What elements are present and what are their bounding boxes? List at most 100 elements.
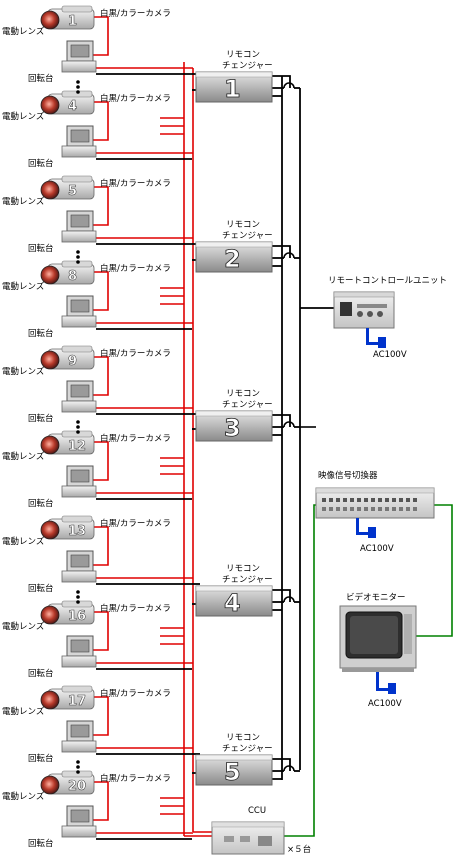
- wire-crossover: [283, 765, 295, 772]
- lens-control-wire: [92, 356, 109, 396]
- camera-number: 17: [68, 694, 86, 709]
- lens-label: 電動レンズ: [2, 26, 45, 37]
- camera-number: 5: [68, 184, 77, 199]
- switcher-button: [378, 498, 382, 502]
- switcher-button: [329, 507, 333, 511]
- pantilt-label: 回転台: [28, 668, 54, 679]
- switcher-button: [413, 507, 417, 511]
- pantilt-label: 回転台: [28, 413, 54, 424]
- changer-top: [195, 585, 273, 592]
- camera-number: 9: [68, 354, 77, 369]
- lens-control-wire: [92, 271, 109, 311]
- wire-crossover: [283, 252, 295, 259]
- camera-label: 白黒/カラーカメラ: [100, 433, 171, 444]
- pantilt-label: 回転台: [28, 583, 54, 594]
- ccu-count-label: ×５台: [287, 844, 311, 855]
- camera-label: 白黒/カラーカメラ: [100, 178, 171, 189]
- wire-crossover: [283, 82, 295, 89]
- pantilt-inner: [70, 554, 90, 568]
- switcher-button: [406, 498, 410, 502]
- camera-hood: [61, 515, 93, 523]
- changer-number: 5: [224, 758, 241, 786]
- switcher-button: [322, 498, 326, 502]
- lens-control-wire: [92, 781, 109, 821]
- changer-label-line2: チェンジャー: [222, 744, 273, 754]
- camera-hood: [61, 345, 93, 353]
- pantilt-inner: [70, 809, 90, 823]
- ac-label-monitor: AC100V: [368, 699, 402, 709]
- pantilt-label: 回転台: [28, 73, 54, 84]
- changer-label-line1: リモコン: [226, 389, 260, 399]
- ellipsis-dot: [76, 80, 80, 84]
- camera-hood: [61, 175, 93, 183]
- changer-top: [195, 241, 273, 248]
- camera-number: 8: [68, 269, 77, 284]
- lens-label: 電動レンズ: [2, 196, 45, 207]
- lens-control-wire: [92, 16, 109, 56]
- pantilt-inner: [70, 299, 90, 313]
- changer-label-line2: チェンジャー: [222, 400, 273, 410]
- changer-label-line1: リモコン: [226, 564, 260, 574]
- lens-label: 電動レンズ: [2, 536, 45, 547]
- switcher-button: [350, 507, 354, 511]
- switcher-button: [413, 498, 417, 502]
- camera-label: 白黒/カラーカメラ: [100, 8, 171, 19]
- ccu-label: CCU: [248, 806, 266, 816]
- switcher-button: [371, 498, 375, 502]
- pantilt-base: [61, 485, 97, 498]
- changer-label-line2: チェンジャー: [222, 575, 273, 585]
- pantilt-label: 回転台: [28, 838, 54, 849]
- remote-unit-label: リモートコントロールユニット: [328, 276, 447, 286]
- changer-bus-wire: [272, 758, 291, 771]
- camera-lens-icon: [40, 520, 60, 540]
- changer-top: [195, 71, 273, 78]
- pantilt-inner: [70, 469, 90, 483]
- camera-label: 白黒/カラーカメラ: [100, 348, 171, 359]
- camera-hood: [61, 685, 93, 693]
- switcher-button: [406, 507, 410, 511]
- pantilt-inner: [70, 724, 90, 738]
- camera-number: 1: [68, 14, 77, 29]
- camera-number: 16: [68, 609, 86, 624]
- switcher-button: [364, 498, 368, 502]
- pantilt-inner: [70, 384, 90, 398]
- pantilt-inner: [70, 129, 90, 143]
- pantilt-base: [61, 825, 97, 838]
- ellipsis-dot: [76, 260, 80, 264]
- video-switcher: 映像信号切換器 AC100V: [315, 470, 435, 554]
- switcher-button: [399, 498, 403, 502]
- lens-label: 電動レンズ: [2, 791, 45, 802]
- camera-label: 白黒/カラーカメラ: [100, 688, 171, 699]
- changer-number: 3: [224, 414, 241, 442]
- switcher-button: [378, 507, 382, 511]
- lens-label: 電動レンズ: [2, 366, 45, 377]
- pantilt-label: 回転台: [28, 753, 54, 764]
- pantilt-base: [61, 60, 97, 73]
- camera-lens-icon: [40, 605, 60, 625]
- camera-label: 白黒/カラーカメラ: [100, 773, 171, 784]
- ellipsis-dot: [76, 600, 80, 604]
- power-plug-icon: [368, 527, 376, 538]
- ellipsis-dot: [76, 85, 80, 89]
- ellipsis-dot: [76, 420, 80, 424]
- lens-label: 電動レンズ: [2, 706, 45, 717]
- ac-label-remote: AC100V: [373, 350, 407, 360]
- video-line-monitor: [416, 504, 453, 637]
- changer-bus-wire: [272, 414, 291, 427]
- video-monitor: ビデオモニター AC100V: [339, 592, 417, 709]
- pantilt-label: 回転台: [28, 243, 54, 254]
- lens-control-wire: [92, 696, 109, 736]
- ellipsis-dot: [76, 430, 80, 434]
- camera-lens-icon: [40, 95, 60, 115]
- changer-top: [195, 754, 273, 761]
- lens-control-wire: [92, 441, 109, 481]
